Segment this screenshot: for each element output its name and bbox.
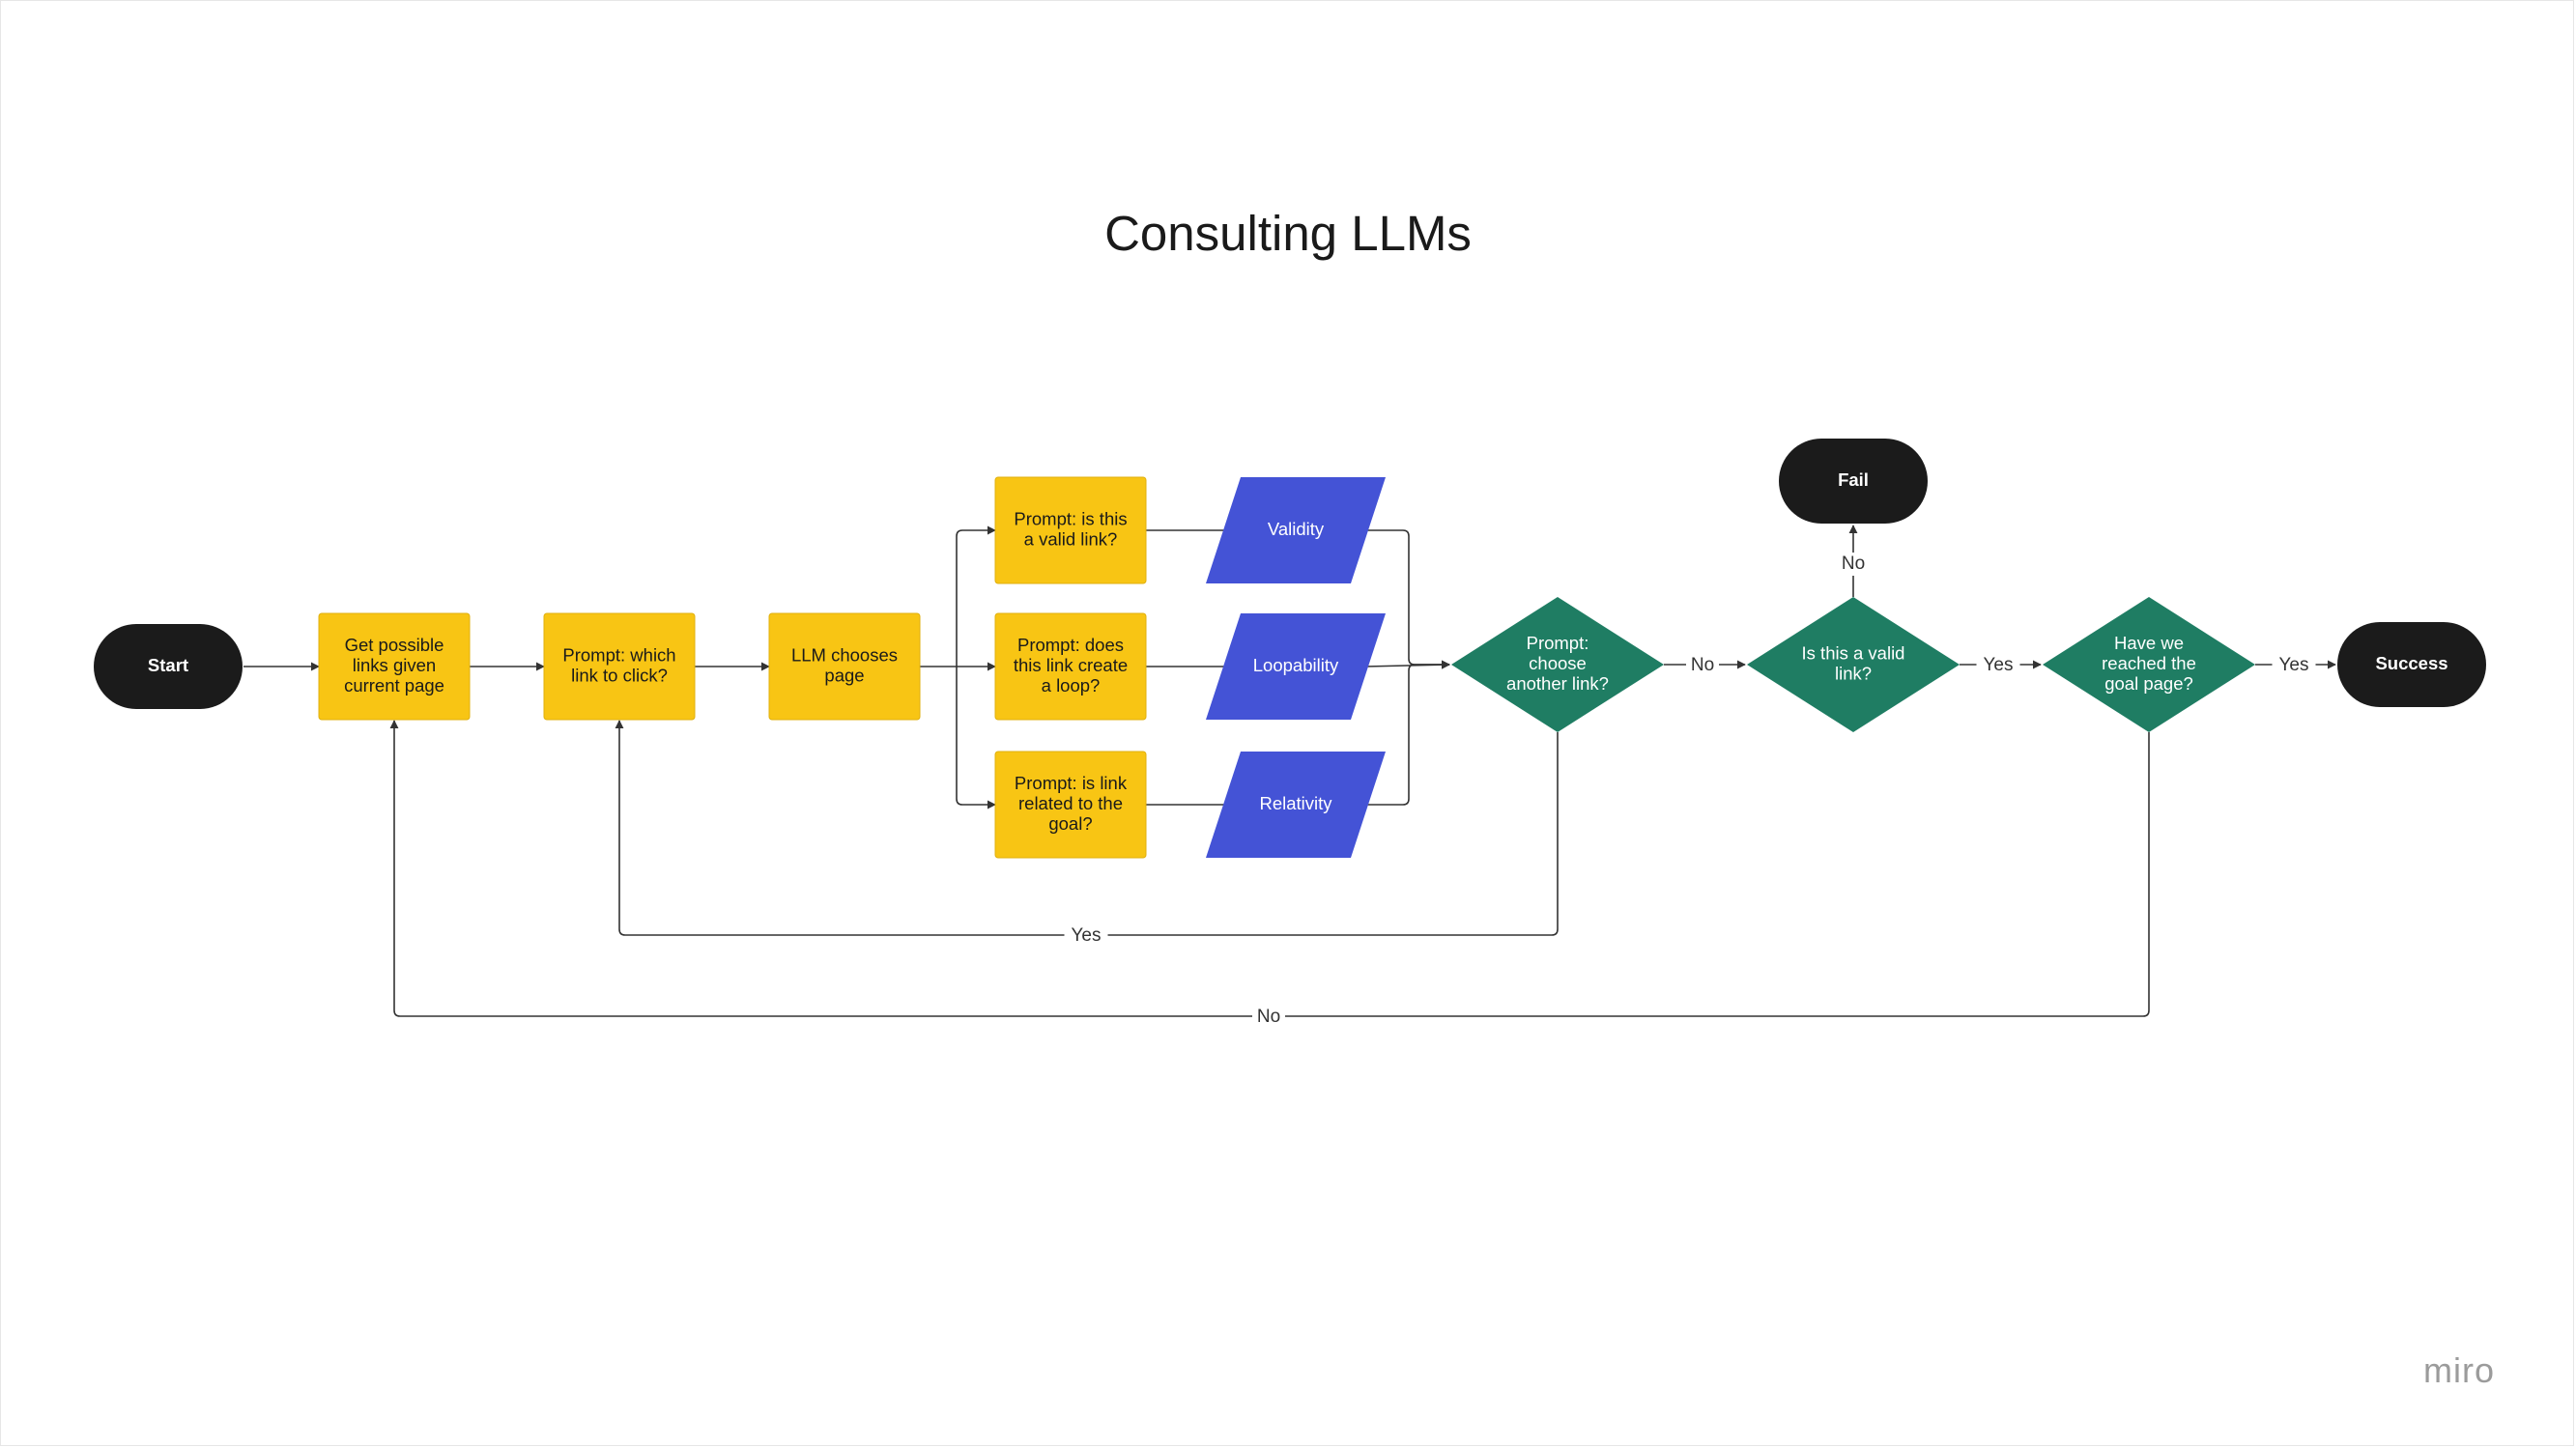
node-loopability[interactable]: Loopability bbox=[1206, 613, 1386, 720]
edge-label-valid-no: No bbox=[1842, 554, 1865, 574]
edge-validity-to-choose bbox=[1365, 529, 1450, 669]
node-label-line: this link create bbox=[1014, 655, 1128, 675]
node-label-line: goal? bbox=[1048, 813, 1092, 834]
node-label-line: Prompt: which bbox=[562, 644, 675, 665]
edge-label-choose-no: No bbox=[1691, 655, 1714, 675]
node-fail[interactable]: Fail bbox=[1779, 439, 1928, 524]
edge-label-goal-yes: Yes bbox=[2279, 655, 2309, 675]
node-label-line: Success bbox=[2375, 653, 2447, 673]
node-label-line: another link? bbox=[1506, 673, 1609, 694]
node-label-line: a valid link? bbox=[1024, 528, 1118, 549]
node-label-line: Prompt: is this bbox=[1014, 508, 1127, 528]
edge-llm-to-prompt-valid bbox=[956, 525, 996, 667]
node-label-line: Get possible bbox=[345, 635, 444, 655]
node-label-line: reached the bbox=[2102, 653, 2196, 673]
node-label-line: Loopability bbox=[1253, 655, 1339, 675]
node-label-line: page bbox=[824, 665, 864, 685]
node-label-line: Prompt: bbox=[1527, 633, 1589, 653]
edge-label-goal-no: No bbox=[1257, 1007, 1280, 1027]
node-label-line: choose bbox=[1529, 653, 1587, 673]
node-label-line: goal page? bbox=[2104, 673, 2193, 694]
node-label-line: LLM chooses bbox=[791, 644, 898, 665]
node-label-line: Start bbox=[148, 655, 188, 675]
node-success[interactable]: Success bbox=[2337, 622, 2486, 707]
node-label-line: Prompt: is link bbox=[1015, 773, 1128, 793]
node-label-line: Is this a valid bbox=[1802, 642, 1905, 663]
node-label-line: Prompt: does bbox=[1017, 635, 1124, 655]
edge-relativity-to-choose bbox=[1365, 660, 1450, 806]
node-label-line: current page bbox=[344, 675, 444, 696]
edge-llm-to-prompt-related bbox=[956, 667, 996, 809]
edge-label-valid-yes: Yes bbox=[1984, 655, 2014, 675]
diagram-title: Consulting LLMs bbox=[1104, 206, 1472, 261]
node-label-line: Have we bbox=[2114, 633, 2184, 653]
node-label-line: Fail bbox=[1838, 469, 1869, 490]
node-label-line: Validity bbox=[1268, 519, 1325, 539]
node-label-line: links given bbox=[353, 655, 436, 675]
node-label-line: related to the bbox=[1018, 793, 1123, 813]
node-relativity[interactable]: Relativity bbox=[1206, 752, 1386, 858]
node-label-line: Relativity bbox=[1259, 793, 1332, 813]
node-label-line: link to click? bbox=[571, 665, 668, 685]
miro-logo: miro bbox=[2423, 1350, 2495, 1390]
node-validity[interactable]: Validity bbox=[1206, 477, 1386, 583]
edge-label-choose-yes: Yes bbox=[1072, 925, 1102, 946]
node-label-line: a loop? bbox=[1042, 675, 1101, 696]
node-start[interactable]: Start bbox=[94, 624, 243, 709]
node-label-line: link? bbox=[1835, 663, 1872, 683]
